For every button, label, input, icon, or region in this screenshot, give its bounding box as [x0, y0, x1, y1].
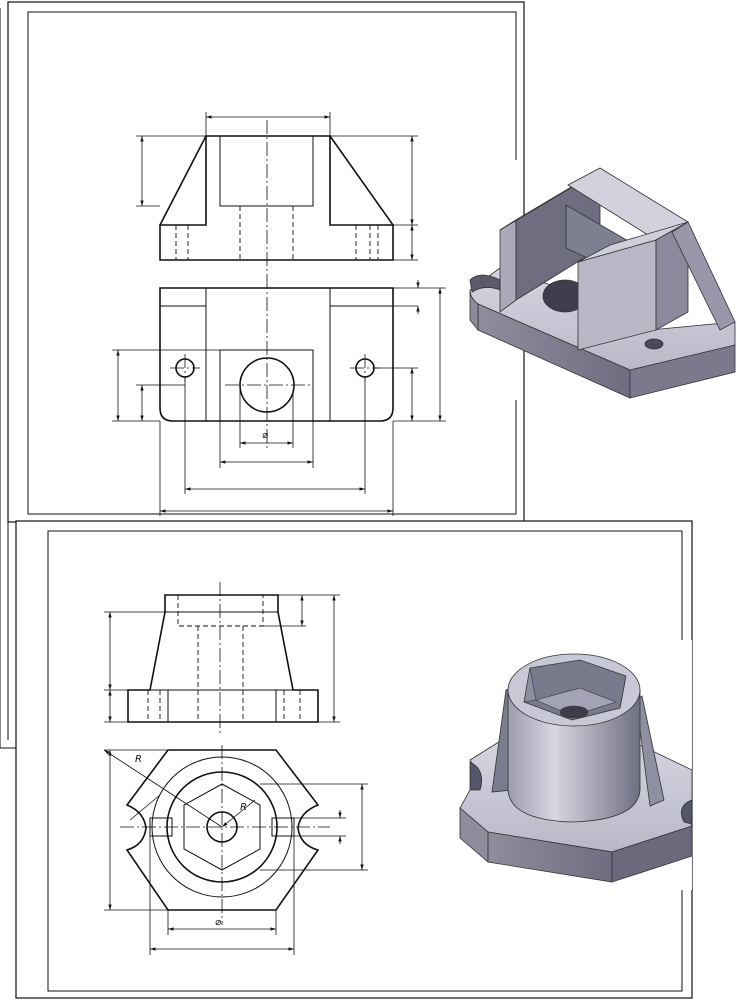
sheet-b-outer-radius-label: R — [135, 754, 142, 765]
sheet-b: R R ⌀ — [0, 520, 693, 999]
sheet-a-diameter-label: ⌀ — [262, 430, 269, 441]
sheet-b-inner-radius-label: R — [240, 802, 247, 813]
sheet-a-front-view — [136, 112, 418, 275]
sheet-b-top-view: R R ⌀ — [103, 745, 368, 955]
sheet-a-outer-border — [7, 1, 525, 523]
sheet-a-top-view: ⌀ — [112, 275, 446, 516]
sheet-b-diameter-label: ⌀ — [215, 917, 222, 928]
hex-boss-model-isometric-icon — [459, 640, 693, 890]
sheet-a: ⌀ — [0, 1, 736, 748]
sheet-b-front-view — [104, 582, 340, 735]
bracket-model-isometric-icon — [469, 160, 736, 400]
sheet-a-left-edge — [0, 8, 9, 748]
